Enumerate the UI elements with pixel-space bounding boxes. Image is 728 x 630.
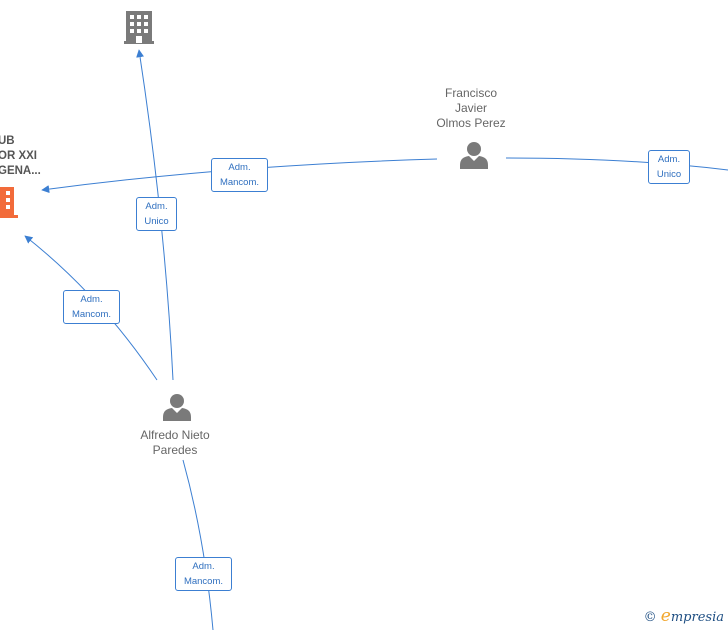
label-line: Paredes xyxy=(152,443,198,457)
company-left-label: UB OR XXI GENA... xyxy=(0,134,41,179)
brand-name: mpresia xyxy=(670,610,724,625)
label-line: Alfredo Nieto xyxy=(140,428,210,442)
label-line: GENA... xyxy=(0,165,41,177)
edge-label-line: Adm. xyxy=(80,294,103,305)
edge-label-line: Mancom. xyxy=(71,309,112,320)
edge-label-line: Adm. xyxy=(192,561,215,572)
edge-label-line: Adm. xyxy=(657,154,681,165)
edge-label-francisco-to-left[interactable]: Adm. Mancom. xyxy=(211,158,268,192)
edge-label-line: Mancom. xyxy=(183,576,224,587)
empresia-watermark: © empresia xyxy=(644,606,724,626)
edge-label-line: Adm. xyxy=(228,162,251,173)
edge-label-alfredo-to-left[interactable]: Adm. Mancom. xyxy=(63,290,120,324)
label-line: Olmos Perez xyxy=(436,116,506,130)
building-icon[interactable] xyxy=(124,11,154,44)
edge-label-alfredo-to-top[interactable]: Adm. Unico xyxy=(136,197,177,231)
copyright-symbol: © xyxy=(643,610,657,625)
edge-label-line: Adm. xyxy=(145,201,168,212)
person-label-francisco: Francisco Javier Olmos Perez xyxy=(421,86,521,131)
edge-francisco-to-right[interactable] xyxy=(505,157,728,171)
edge-label-francisco-to-right[interactable]: Adm. Unico xyxy=(648,150,690,184)
brand-initial: e xyxy=(660,606,671,626)
edge-alfredo-to-bottom[interactable] xyxy=(182,459,214,630)
person-icon[interactable] xyxy=(163,394,191,421)
building-icon-highlight[interactable] xyxy=(0,187,18,218)
edge-label-alfredo-to-bottom[interactable]: Adm. Mancom. xyxy=(175,557,232,591)
label-line: OR XXI xyxy=(0,150,37,162)
label-line: Francisco xyxy=(444,86,497,100)
label-line: Javier xyxy=(454,101,487,115)
edge-label-line: Unico xyxy=(656,169,682,180)
edge-label-line: Mancom. xyxy=(219,177,260,188)
person-icon[interactable] xyxy=(460,142,488,169)
edge-label-line: Unico xyxy=(144,216,169,227)
label-line: UB xyxy=(0,135,15,147)
person-label-alfredo: Alfredo Nieto Paredes xyxy=(125,428,225,458)
